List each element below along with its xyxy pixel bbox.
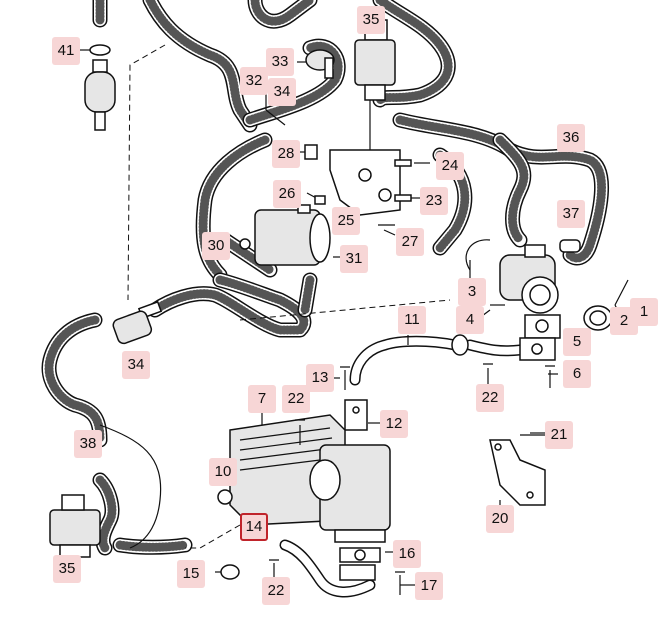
component-bracket-24 bbox=[329, 149, 412, 216]
callout-6[interactable]: 6 bbox=[563, 360, 591, 388]
callout-25[interactable]: 25 bbox=[332, 207, 360, 235]
vacuum-hose bbox=[242, 38, 346, 128]
callout-2[interactable]: 2 bbox=[610, 307, 638, 335]
callout-24[interactable]: 24 bbox=[436, 152, 464, 180]
component-26-nut bbox=[314, 195, 326, 205]
callout-32[interactable]: 32 bbox=[240, 67, 268, 95]
callout-41[interactable]: 41 bbox=[52, 37, 80, 65]
callout-38[interactable]: 38 bbox=[74, 430, 102, 458]
callout-31[interactable]: 31 bbox=[340, 245, 368, 273]
callout-12[interactable]: 12 bbox=[380, 410, 408, 438]
component-33-valve bbox=[305, 49, 335, 79]
callout-3[interactable]: 3 bbox=[458, 278, 486, 306]
vacuum-hose bbox=[147, 272, 312, 338]
callout-37[interactable]: 37 bbox=[557, 200, 585, 228]
component-egr-valve bbox=[499, 239, 581, 314]
component-20-bracket bbox=[489, 439, 546, 506]
callout-27[interactable]: 27 bbox=[396, 228, 424, 256]
callout-33[interactable]: 33 bbox=[266, 48, 294, 76]
vacuum-hose bbox=[112, 537, 193, 555]
vacuum-hose bbox=[297, 272, 318, 318]
metal-pipes bbox=[279, 335, 526, 598]
component-41-clamp bbox=[89, 44, 111, 56]
callout-22-bottom[interactable]: 22 bbox=[262, 577, 290, 605]
component-3-ring bbox=[465, 239, 491, 271]
callout-13[interactable]: 13 bbox=[306, 364, 334, 392]
vacuum-hose bbox=[142, 0, 258, 133]
vacuum-hose bbox=[92, 472, 120, 556]
bolts bbox=[269, 224, 555, 595]
component-2-gasket bbox=[583, 305, 613, 331]
callout-34-bottom[interactable]: 34 bbox=[122, 351, 150, 379]
callout-4[interactable]: 4 bbox=[456, 306, 484, 334]
component-12-bracket bbox=[344, 399, 368, 431]
component-35-valve-bottom bbox=[49, 494, 101, 558]
vacuum-hose bbox=[492, 132, 532, 248]
callout-15[interactable]: 15 bbox=[177, 560, 205, 588]
callout-30[interactable]: 30 bbox=[202, 232, 230, 260]
callout-5[interactable]: 5 bbox=[563, 328, 591, 356]
component-34-filter bbox=[112, 300, 163, 345]
callout-22-upper[interactable]: 22 bbox=[282, 385, 310, 413]
vacuum-hose bbox=[41, 312, 108, 448]
callout-22-right[interactable]: 22 bbox=[476, 384, 504, 412]
component-31-vacuum-unit bbox=[254, 204, 331, 266]
component-filter-top bbox=[84, 59, 116, 131]
callout-20[interactable]: 20 bbox=[486, 505, 514, 533]
component-5-gasket bbox=[524, 314, 561, 339]
callout-17[interactable]: 17 bbox=[415, 572, 443, 600]
callout-16[interactable]: 16 bbox=[393, 540, 421, 568]
component-pipe-flange bbox=[451, 334, 556, 361]
component-30-nut bbox=[239, 238, 251, 250]
callout-11[interactable]: 11 bbox=[398, 306, 426, 334]
callout-10[interactable]: 10 bbox=[209, 458, 237, 486]
callout-36[interactable]: 36 bbox=[557, 124, 585, 152]
callout-35-bottom[interactable]: 35 bbox=[53, 555, 81, 583]
callout-26[interactable]: 26 bbox=[273, 180, 301, 208]
callout-34-top[interactable]: 34 bbox=[268, 78, 296, 106]
vacuum-hose bbox=[247, 0, 318, 29]
component-28-clip bbox=[304, 144, 318, 160]
callout-14-selected[interactable]: 14 bbox=[240, 513, 268, 541]
component-15-clamp bbox=[220, 564, 240, 580]
callout-28[interactable]: 28 bbox=[272, 140, 300, 168]
component-16-gasket bbox=[339, 547, 381, 581]
leader-lines bbox=[79, 44, 629, 586]
callout-35-top[interactable]: 35 bbox=[357, 6, 385, 34]
callout-23[interactable]: 23 bbox=[420, 187, 448, 215]
component-egr-housing bbox=[309, 444, 391, 543]
vacuum-hose bbox=[392, 112, 609, 266]
callout-21[interactable]: 21 bbox=[545, 421, 573, 449]
component-10-nut bbox=[217, 489, 233, 505]
callout-7[interactable]: 7 bbox=[248, 385, 276, 413]
vacuum-hose bbox=[372, 0, 456, 108]
